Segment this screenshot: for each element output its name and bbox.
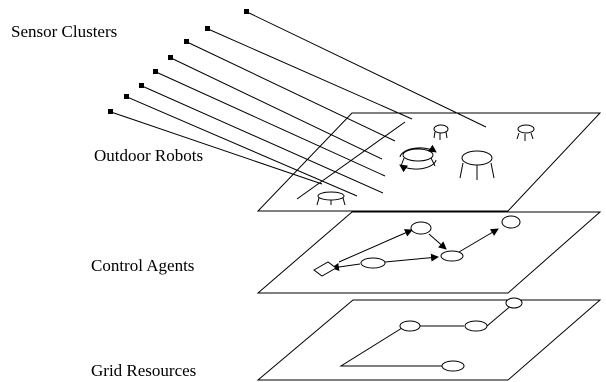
control-agents-layer (256, 211, 602, 294)
sensor-line (184, 39, 396, 142)
outdoor-robots-plane (256, 112, 602, 212)
grid-resources-plane (256, 299, 602, 381)
grid-resources-layer (256, 297, 602, 381)
agent-node (360, 257, 386, 269)
sensor-line (168, 55, 383, 160)
robot (516, 124, 535, 141)
sensor-clusters (108, 9, 487, 200)
sensor-line (124, 94, 358, 197)
label-grid-resources: Grid Resources (91, 361, 196, 380)
sensor-crossing-line (296, 121, 406, 200)
outdoor-robots-layer (256, 112, 602, 212)
agent-node (501, 215, 521, 229)
robot (316, 191, 346, 206)
control-agents-plane (256, 211, 602, 294)
label-outdoor-robots: Outdoor Robots (94, 146, 203, 165)
label-control-agents: Control Agents (91, 256, 194, 275)
agent-node (440, 250, 464, 262)
grid-node (399, 320, 421, 332)
control-agents-network (313, 215, 521, 277)
grid-node (505, 297, 523, 309)
grid-node (464, 320, 488, 332)
label-sensor-clusters: Sensor Clusters (11, 22, 117, 41)
grid-node (441, 360, 465, 372)
robot (459, 150, 495, 180)
sensor-line (244, 9, 487, 128)
sensor-line (108, 109, 323, 185)
grid-resources-network (339, 297, 523, 372)
sensor-line (153, 69, 386, 177)
agent-node (313, 261, 337, 277)
robot (433, 124, 449, 140)
sensor-line (205, 26, 413, 120)
robot (399, 144, 437, 173)
agent-node (410, 221, 432, 235)
sensor-line (139, 83, 384, 194)
